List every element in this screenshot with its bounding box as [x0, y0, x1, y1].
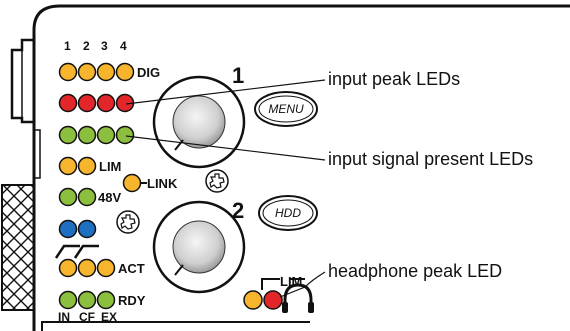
blue-led-1 [58, 219, 78, 239]
in-label: IN [58, 310, 70, 324]
gear-icon [205, 169, 229, 193]
ex-label: EX [101, 310, 117, 324]
blue-led-2 [77, 219, 97, 239]
lim-label: LIM [99, 159, 121, 174]
link-led [122, 173, 142, 193]
link-label: LINK [147, 176, 178, 191]
device-outline [1, 4, 570, 331]
rdy-led-2 [77, 290, 97, 310]
act-label: ACT [118, 261, 145, 276]
dig-led-1 [58, 62, 78, 82]
input-peak-callout-line [125, 79, 326, 105]
phantom-led-2 [77, 187, 97, 207]
dig-led-3 [96, 62, 116, 82]
channel-label-1: 1 [64, 39, 71, 53]
dig-led-2 [77, 62, 97, 82]
input-peak-led-row [58, 93, 135, 113]
act-led-2 [77, 258, 97, 278]
menu-button-label: MENU [268, 102, 304, 116]
headphone-amber-led [243, 290, 263, 310]
rdy-led-1 [58, 290, 78, 310]
peak-led-3 [96, 93, 116, 113]
hdd-button[interactable]: HDD [258, 195, 318, 231]
signal-led-3 [96, 125, 116, 145]
channel-label-2: 2 [83, 39, 90, 53]
signal-present-led-row [58, 125, 135, 145]
menu-button[interactable]: MENU [254, 91, 318, 127]
peak-led-1 [58, 93, 78, 113]
hdd-button-label: HDD [275, 206, 301, 220]
lim-led-1 [58, 156, 78, 176]
knob-1[interactable] [152, 75, 246, 169]
channel-label-4: 4 [120, 39, 127, 53]
side-grip [1, 184, 35, 311]
signal-led-2 [77, 125, 97, 145]
channel-label-3: 3 [101, 39, 108, 53]
knob-2[interactable] [152, 200, 246, 294]
knob-1-number: 1 [232, 63, 244, 88]
headphone-peak-annotation: headphone peak LED [328, 261, 502, 281]
peak-led-2 [77, 93, 97, 113]
signal-present-annotation: input signal present LEDs [328, 149, 533, 169]
signal-present-callout-line [125, 135, 326, 161]
lim-led-2 [77, 156, 97, 176]
gear-icon [116, 210, 140, 234]
headphone-peak-led [263, 290, 283, 310]
knob-2-number: 2 [232, 198, 244, 223]
dig-led-4 [115, 62, 135, 82]
signal-led-4 [115, 125, 135, 145]
act-led-3 [96, 258, 116, 278]
dig-led-row: DIG [58, 62, 160, 82]
signal-led-1 [58, 125, 78, 145]
phantom-led-1 [58, 187, 78, 207]
phantom-label: 48V [98, 190, 121, 205]
dig-label: DIG [137, 65, 160, 80]
act-led-1 [58, 258, 78, 278]
headphone-peak-callout-line [279, 271, 326, 298]
cf-label: CF [79, 310, 95, 324]
rdy-label: RDY [118, 293, 146, 308]
input-peak-annotation: input peak LEDs [328, 69, 460, 89]
rdy-led-3 [96, 290, 116, 310]
